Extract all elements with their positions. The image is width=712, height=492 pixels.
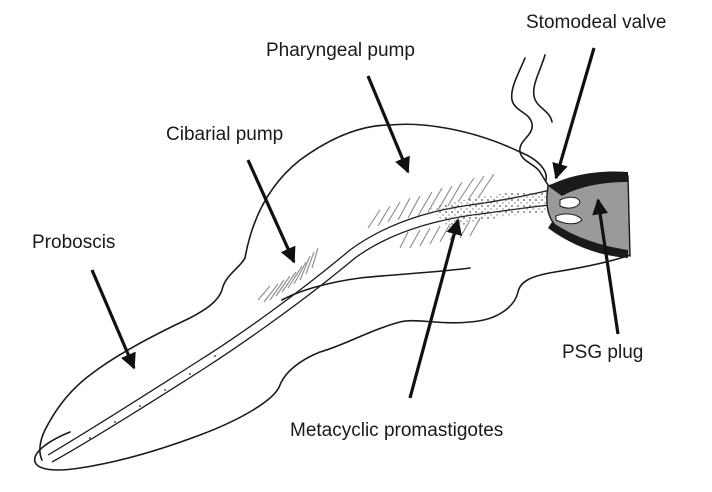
head-outline — [35, 124, 630, 470]
label-psg-plug: PSG plug — [562, 342, 643, 363]
arrow-metacyclic-promastigotes — [410, 220, 458, 398]
foregut-tube-upper — [48, 188, 560, 455]
label-metacyclic-promastigotes: Metacyclic promastigotes — [290, 420, 503, 441]
label-pharyngeal-pump: Pharyngeal pump — [266, 40, 415, 61]
arrow-proboscis — [92, 270, 134, 368]
label-proboscis: Proboscis — [32, 232, 115, 253]
label-cibarial-pump: Cibarial pump — [166, 124, 283, 145]
arrow-stomodeal-valve — [556, 48, 594, 178]
arrow-cibarial-pump — [248, 160, 294, 262]
cibarial-pump-hatching — [258, 248, 318, 302]
proboscis-canal-dots — [89, 355, 216, 439]
stomodeal-valve-structure — [512, 58, 552, 190]
promastigote-mass — [430, 192, 548, 228]
stomodeal-valve-inner — [534, 55, 552, 122]
label-stomodeal-valve: Stomodeal valve — [526, 12, 666, 33]
